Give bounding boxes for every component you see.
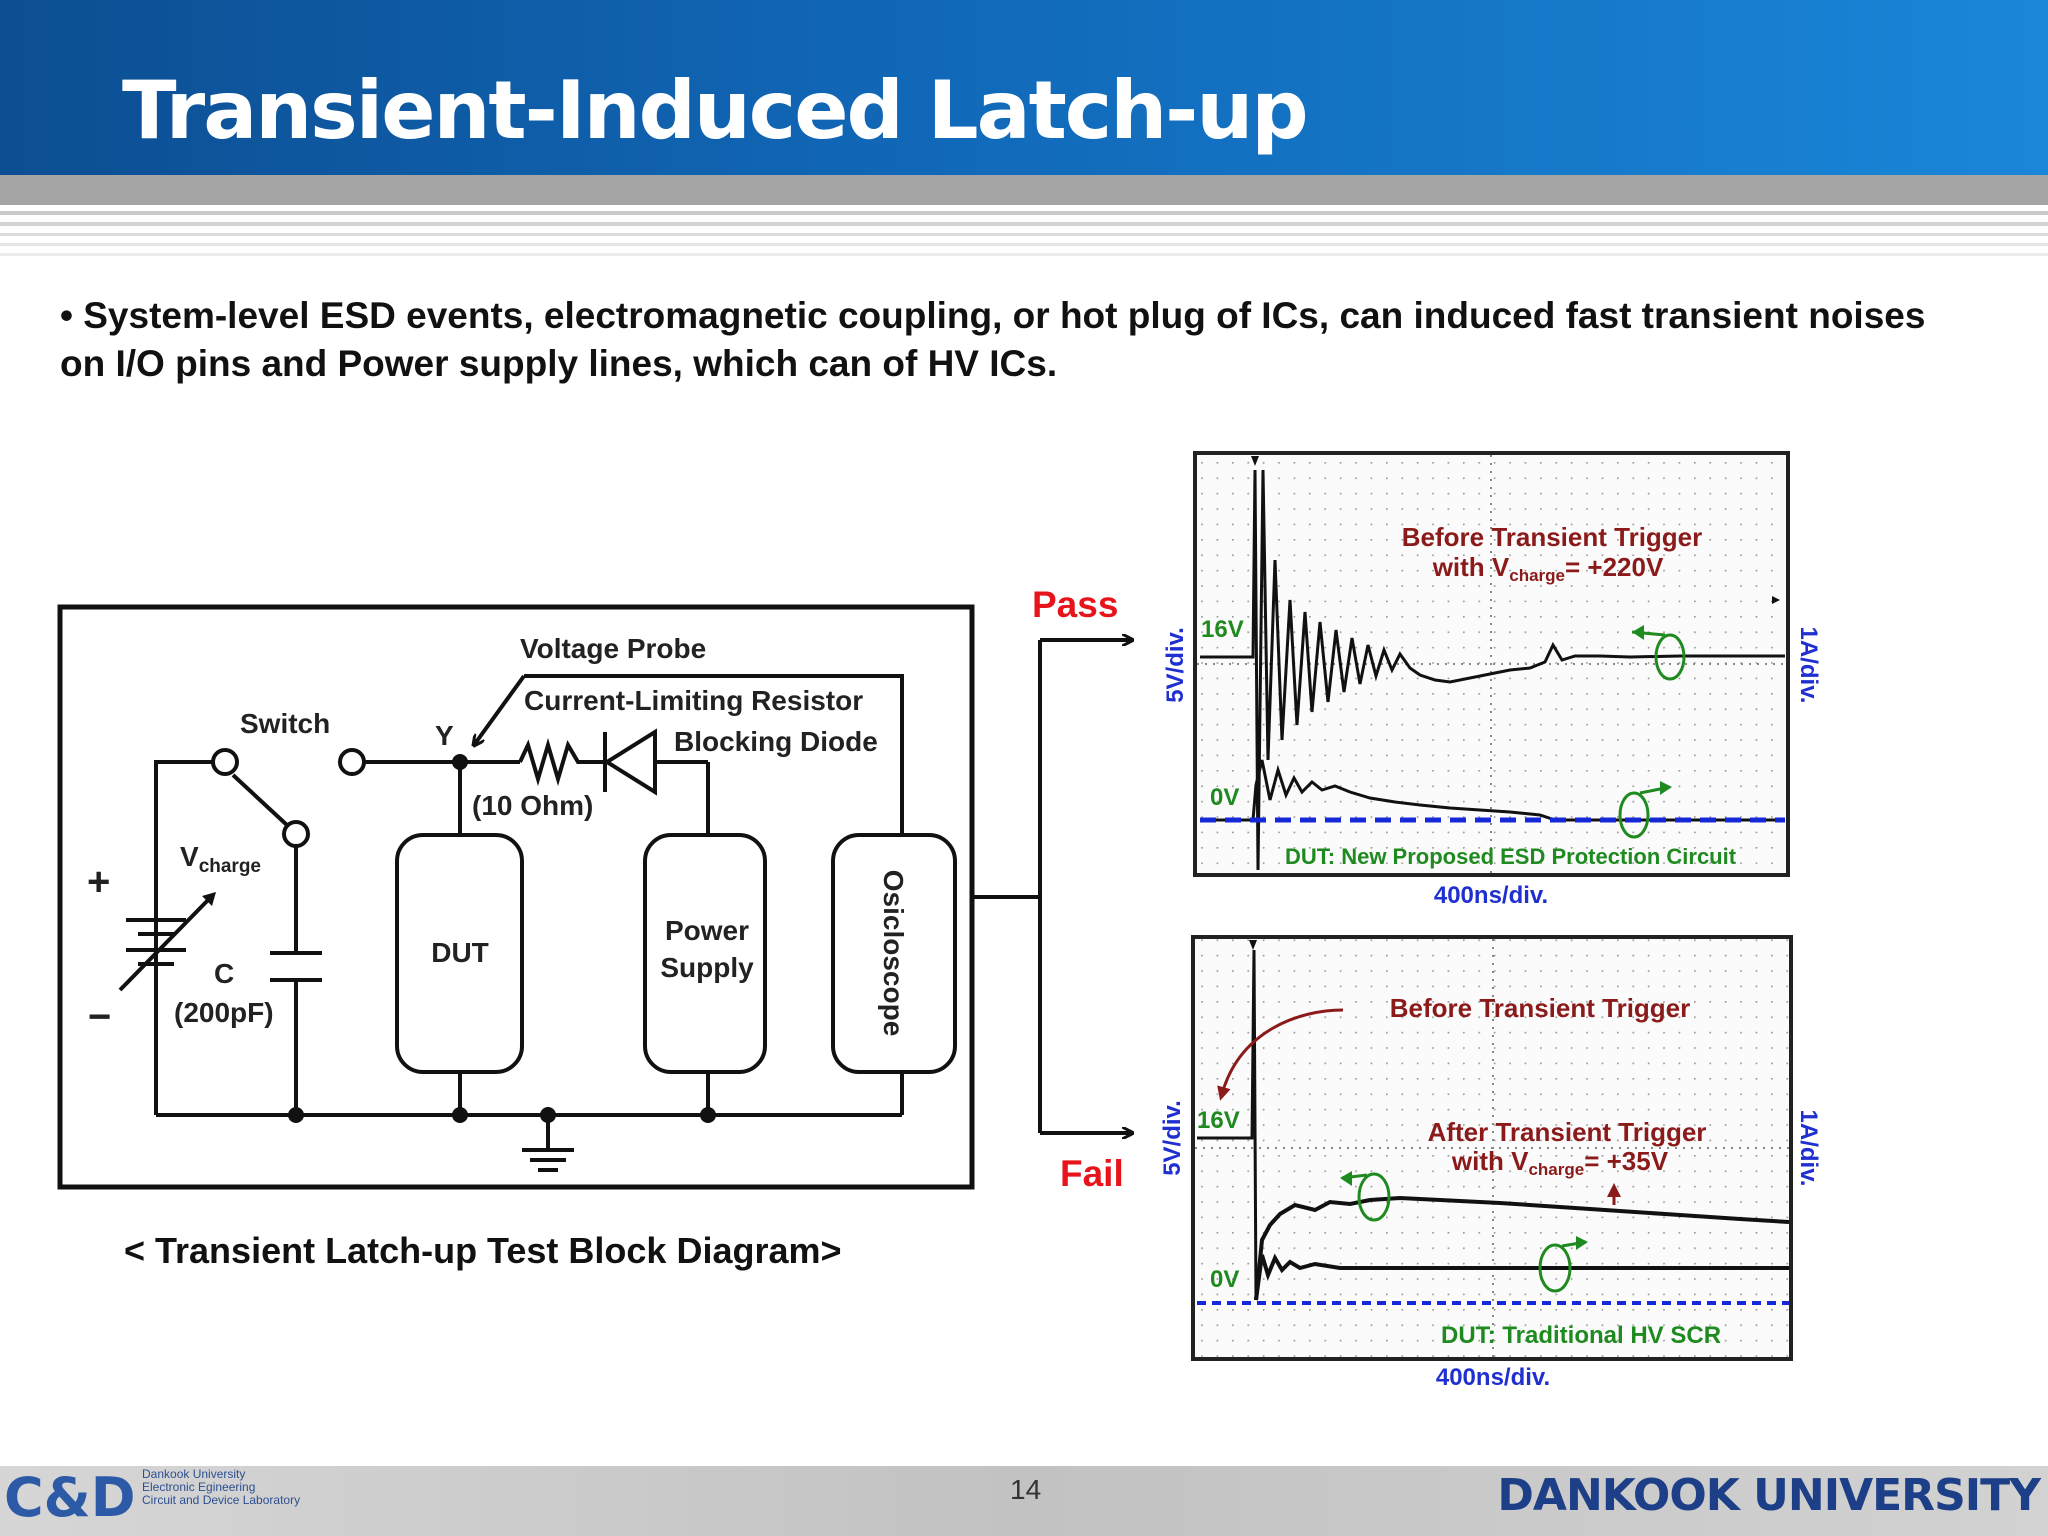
blocking-diode-label: Blocking Diode [674,726,878,757]
footer-bar [0,1466,2048,1536]
scope-pass-annotation-2: with Vcharge= +220V [1432,552,1664,585]
scope-fail-dut: DUT: Traditional HV SCR [1441,1322,1721,1349]
current-limiting-resistor-label: Current-Limiting Resistor [524,685,863,716]
resistor-value-label: (10 Ohm) [472,790,593,821]
battery-variable-arrow [202,892,216,906]
scope-pass-y-right: 1A/div. [1795,627,1822,704]
switch-contact [338,748,366,776]
title-bar [0,0,2048,175]
power-supply-block [643,833,767,1074]
capacitor-label: C [214,958,234,989]
voltage-probe-label: Voltage Probe [520,633,706,664]
slide-title: Transient-Induced Latch-up [122,64,1309,157]
scope-fail-x-label: 400ns/div. [1436,1364,1550,1391]
scope-pass-16v: 16V [1201,616,1244,643]
lab-line: Electronic Egineering [142,1480,256,1494]
minus-sign: − [88,995,111,1039]
bullet-text: • System-level ESD events, electromagnet… [60,295,1926,384]
vcharge-label: Vcharge [180,841,261,877]
scope-fail-16v: 16V [1197,1107,1240,1134]
node-y-label: Y [435,720,454,751]
switch-contact [282,820,310,848]
scope-pass [1193,451,1790,877]
scope-pass-x-label: 400ns/div. [1434,882,1548,909]
oscilloscope-label: Osicloscope [878,870,909,1037]
scope-pass-dut: DUT: New Proposed ESD Protection Circuit [1285,844,1737,869]
page-number: 14 [1010,1474,1042,1505]
diagram-caption: < Transient Latch-up Test Block Diagram> [124,1230,842,1271]
scope-fail-y-right: 1A/div. [1795,1110,1822,1187]
dut-block [395,833,524,1074]
scope-fail-annotation-before: Before Transient Trigger [1390,993,1691,1023]
circuit-wires [118,640,1132,1172]
junction-dots [288,754,716,1123]
scope-fail-annotation-2: with Vcharge= +35V [1451,1146,1669,1179]
university-logo: DANKOOK UNIVERSITY [1497,1470,2041,1521]
voltage-probe-arrow [474,674,526,745]
blocking-diode-symbol [603,728,657,796]
scope-fail-0v: 0V [1210,1266,1239,1293]
pass-label: Pass [1032,584,1118,625]
scope-fail-y-left: 5V/div. [1159,1100,1186,1176]
scope-fail [1191,935,1793,1361]
scope-pass-y-left: 5V/div. [1162,627,1189,703]
scope-pass-0v: 0V [1210,784,1239,811]
scope-pass-annotation-1: Before Transient Trigger [1402,522,1703,552]
power-supply-label-2: Supply [660,952,754,983]
lab-name: Dankook University Electronic Egineering… [142,1468,300,1507]
dut-label: DUT [431,937,489,968]
plus-sign: + [87,860,110,904]
switch-contact [211,748,239,776]
lab-line: Circuit and Device Laboratory [142,1493,301,1507]
oscilloscope-block [831,833,957,1074]
fail-label: Fail [1060,1153,1124,1194]
scope-fail-annotation-after: After Transient Trigger [1428,1117,1707,1147]
lab-line: Dankook University [142,1467,246,1481]
switch-label: Switch [240,708,330,739]
power-supply-label-1: Power [665,915,749,946]
header-stripes [0,175,2048,270]
capacitor-value-label: (200pF) [174,997,274,1028]
lab-logo: C&D [4,1466,136,1529]
